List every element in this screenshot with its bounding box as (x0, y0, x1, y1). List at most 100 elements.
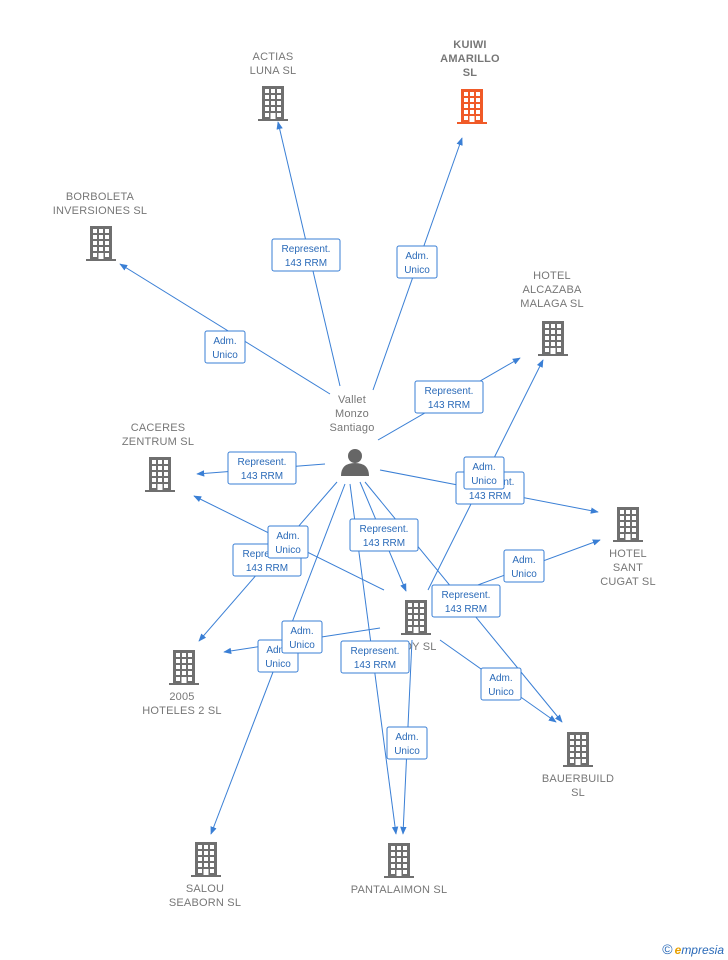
relation-text: 143 RRM (428, 400, 470, 411)
building-window (277, 113, 281, 117)
building-window (403, 852, 407, 856)
building-window (188, 665, 192, 669)
building-window (470, 110, 474, 114)
building-window (182, 665, 186, 669)
node-label-line: INVERSIONES SL (53, 205, 148, 217)
building-window (164, 472, 168, 476)
relation-label-oy-to-bauerbuild[interactable]: Adm.Unico (480, 667, 522, 701)
building-window (420, 621, 424, 625)
node-label-line: KUIWI (453, 39, 486, 51)
building-window (414, 615, 418, 619)
building-window (551, 330, 555, 334)
building-icon (401, 600, 431, 635)
relation-box (386, 726, 428, 760)
building-window (164, 484, 168, 488)
node-label-line: 2005 (169, 691, 194, 703)
building-window (176, 659, 180, 663)
node-label-line: SEABORN SL (169, 897, 241, 909)
building-window (210, 863, 214, 867)
building-window (476, 116, 480, 120)
building-window (277, 101, 281, 105)
node-label-line: Santiago (329, 422, 374, 434)
relation-text: 143 RRM (285, 258, 327, 269)
relation-box (271, 238, 341, 272)
building-window (99, 247, 103, 251)
building-window (391, 870, 395, 874)
building-window (391, 852, 395, 856)
building-icon (613, 507, 643, 542)
person-icon (341, 449, 369, 476)
relation-text: Unico (471, 476, 497, 487)
relation-box (349, 518, 419, 552)
node-label-line: SANT (613, 562, 643, 574)
relation-label-vallet-to-actias[interactable]: Represent.143 RRM (271, 238, 341, 272)
node-label-line: SL (463, 67, 478, 79)
building-window (158, 460, 162, 464)
building-window (271, 89, 275, 93)
relation-text: 143 RRM (469, 491, 511, 502)
building-window (93, 241, 97, 245)
building-window (164, 466, 168, 470)
relation-label-oy-to-caceres[interactable]: Adm.Unico (267, 525, 309, 559)
building-window (420, 609, 424, 613)
building-icon (169, 650, 199, 685)
building-window (265, 113, 269, 117)
building-window (158, 472, 162, 476)
person-body (341, 463, 369, 476)
relation-text: Adm. (405, 251, 428, 262)
relation-text: Represent. (351, 646, 400, 657)
relation-label-vallet-to-pantalaimon[interactable]: Represent.143 RRM (340, 640, 410, 674)
building-window (105, 253, 109, 257)
relation-label-vallet-to-alcazaba[interactable]: Represent.143 RRM (414, 380, 484, 414)
building-door (157, 484, 163, 491)
relation-label-vallet-to-caceres[interactable]: Represent.143 RRM (227, 451, 297, 485)
building-window (620, 534, 624, 538)
building-window (576, 735, 580, 739)
company-node-pantalaimon[interactable]: PANTALAIMON SL (351, 843, 448, 896)
building-door (396, 870, 402, 877)
relation-text: Adm. (290, 626, 313, 637)
building-base (563, 765, 593, 767)
building-window (271, 107, 275, 111)
relation-label-oy-to-hoteles2005[interactable]: Adm.Unico (281, 620, 323, 654)
building-icon (384, 843, 414, 878)
building-window (265, 95, 269, 99)
relation-text: Adm. (213, 336, 236, 347)
building-window (576, 753, 580, 757)
relation-label-oy-to-santcugat[interactable]: Adm.Unico (503, 549, 545, 583)
relation-label-oy-to-pantalaimon[interactable]: Adm.Unico (386, 726, 428, 760)
building-door (575, 759, 581, 766)
building-window (93, 235, 97, 239)
relation-label-vallet-to-kuiwi[interactable]: Adm.Unico (396, 245, 438, 279)
relation-label-vallet-to-borboleta[interactable]: Adm. Unico (204, 330, 246, 364)
relation-box (340, 640, 410, 674)
building-window (570, 753, 574, 757)
empresia-logo[interactable]: ©empresia (662, 941, 724, 957)
relation-text: Unico (212, 350, 238, 361)
building-window (545, 342, 549, 346)
building-base (538, 354, 568, 356)
building-icon (258, 86, 288, 121)
building-window (188, 671, 192, 675)
building-window (545, 336, 549, 340)
building-window (188, 659, 192, 663)
building-window (176, 677, 180, 681)
relation-label-vallet-to-bauerbuild[interactable]: Represent.143 RRM (431, 584, 501, 618)
building-window (152, 484, 156, 488)
relation-label-vallet-to-oy[interactable]: Represent.143 RRM (349, 518, 419, 552)
node-label-line: ALCAZABA (522, 284, 582, 296)
relation-label-oy-to-alcazaba[interactable]: Adm.Unico (463, 456, 505, 490)
company-node-oy[interactable]: OY SL (401, 600, 437, 653)
building-window (632, 516, 636, 520)
building-window (99, 229, 103, 233)
